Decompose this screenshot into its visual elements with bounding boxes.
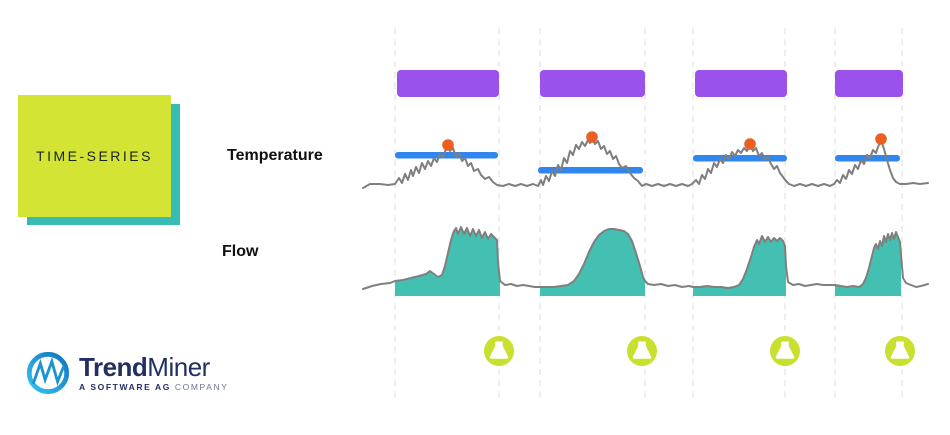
event-marker-flask-icon <box>484 336 514 366</box>
time-series-card: TIME-SERIES <box>18 95 171 217</box>
flask-glyph <box>489 341 509 359</box>
brand-tagline: A SOFTWARE AG COMPANY <box>79 383 228 392</box>
flow-area <box>693 236 786 296</box>
tagline-company: COMPANY <box>174 382 229 393</box>
event-marker-flask-icon <box>627 336 657 366</box>
threshold-bar <box>538 167 643 174</box>
trendminer-logo-icon <box>26 351 70 395</box>
flow-area <box>395 227 500 296</box>
flask-glyph <box>890 341 910 359</box>
threshold-bar <box>835 155 900 162</box>
peak-dot <box>586 131 598 143</box>
peak-dot <box>442 139 454 151</box>
threshold-bar <box>693 155 787 162</box>
brand-miner: Miner <box>147 352 210 383</box>
trendminer-logo-text: TrendMiner A SOFTWARE AG COMPANY <box>79 354 228 392</box>
period-highlight-bar <box>540 70 645 97</box>
peak-dot <box>744 138 756 150</box>
flow-label: Flow <box>222 243 259 260</box>
event-marker-flask-icon <box>885 336 915 366</box>
peak-dot <box>875 133 887 145</box>
period-highlight-bar <box>695 70 787 97</box>
event-marker-flask-icon <box>770 336 800 366</box>
brand-name: TrendMiner <box>79 354 228 380</box>
flow-area <box>540 229 645 296</box>
period-highlight-bar <box>835 70 903 97</box>
trendminer-logo: TrendMiner A SOFTWARE AG COMPANY <box>25 350 228 396</box>
period-highlight-bar <box>397 70 499 97</box>
flow-area <box>835 232 901 296</box>
brand-trend: Trend <box>79 352 148 383</box>
tagline-software-ag: A SOFTWARE AG <box>79 382 171 393</box>
flow-line <box>362 226 929 290</box>
temperature-line <box>362 137 929 189</box>
flask-glyph <box>775 341 795 359</box>
temperature-label: Temperature <box>227 147 323 164</box>
flask-glyph <box>632 341 652 359</box>
threshold-bar <box>395 152 498 159</box>
card-label: TIME-SERIES <box>36 148 153 164</box>
